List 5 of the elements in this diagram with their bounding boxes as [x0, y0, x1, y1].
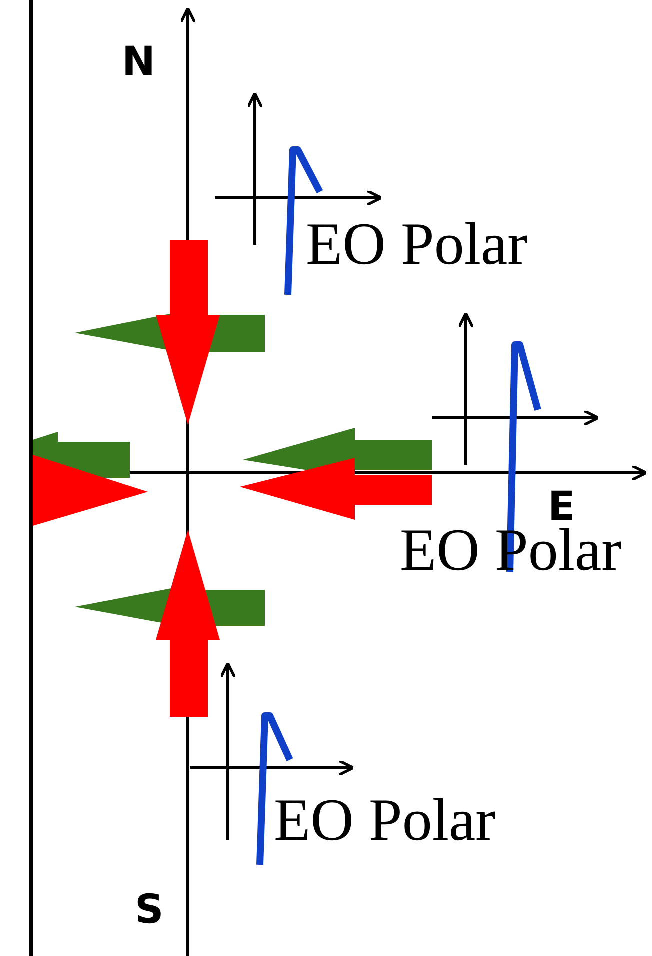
plot-label: EO Polar: [306, 214, 528, 274]
axis-label: S: [135, 890, 164, 930]
plot-label: EO Polar: [274, 790, 496, 850]
axis-label: E: [548, 487, 576, 527]
axis-label: N: [122, 42, 156, 82]
